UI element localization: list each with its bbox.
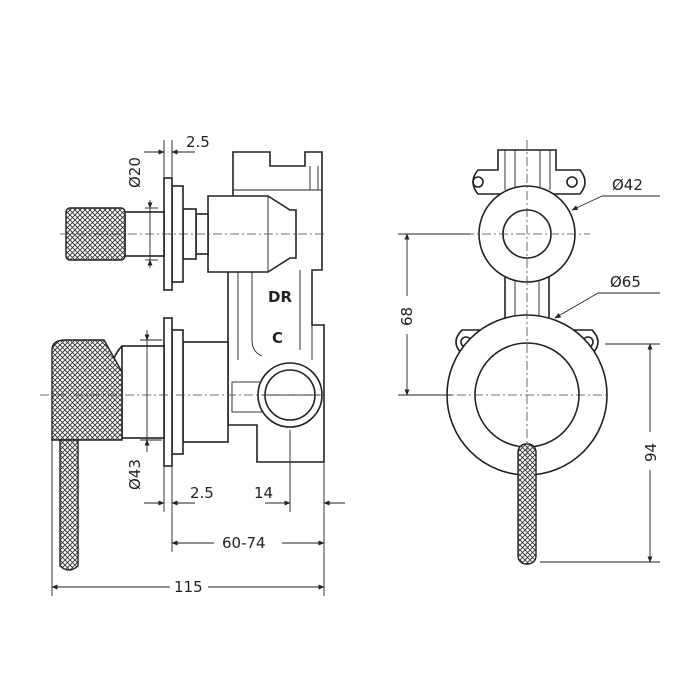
dimension-outlet-depth: 14: [254, 430, 345, 512]
flange-thickness-top-label: 2.5: [186, 133, 210, 151]
lever-drop-label: 94: [642, 443, 660, 462]
overall-depth-label: 115: [174, 578, 203, 596]
large-diameter-label: Ø43: [126, 459, 144, 490]
dimension-large-diameter: Ø43: [126, 330, 162, 490]
dimension-bottom-diameter: Ø65: [554, 273, 660, 319]
dimension-flange-bottom: 2.5: [144, 466, 214, 512]
cold-marking: C: [272, 329, 283, 347]
top-diameter-label: Ø42: [612, 176, 643, 194]
dimension-flange-top: 2.5: [144, 133, 210, 178]
front-view: Ø42 Ø65 68 94: [398, 140, 660, 565]
outlet-depth-label: 14: [254, 484, 273, 502]
center-distance-label: 68: [398, 307, 416, 326]
dimension-top-diameter: Ø42: [571, 176, 660, 211]
mixer-cartridge: [108, 317, 229, 467]
front-lever: [517, 443, 537, 565]
top-bracket: [472, 149, 586, 195]
side-view: DR C: [40, 133, 345, 596]
diverter-marking: DR: [268, 288, 292, 306]
dimension-overall-depth: 115: [51, 440, 325, 596]
dimension-wall-depth: 60-74: [171, 512, 325, 552]
dimension-small-diameter: Ø20: [126, 157, 158, 268]
flange-thickness-bottom-label: 2.5: [190, 484, 214, 502]
dimension-lever-drop: 94: [540, 343, 660, 563]
dimension-center-distance: 68: [398, 233, 470, 396]
wall-depth-label: 60-74: [222, 534, 266, 552]
bottom-diameter-label: Ø65: [610, 273, 641, 291]
lever-handle: [51, 339, 123, 571]
small-diameter-label: Ø20: [126, 157, 144, 188]
